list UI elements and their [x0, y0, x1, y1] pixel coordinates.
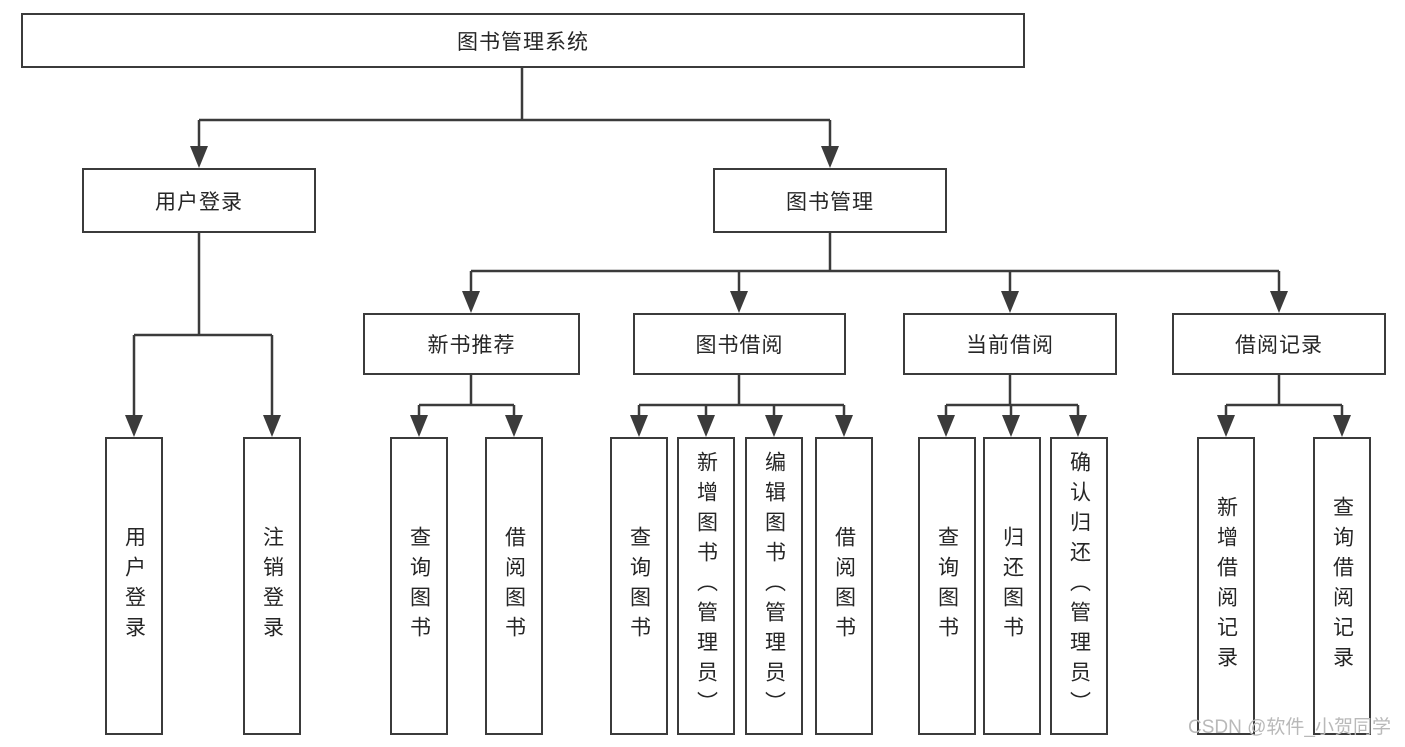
leaf-record-query-borrow-record: 查询借阅记录	[1313, 437, 1371, 735]
leaf-logout-label: 注销登录	[260, 526, 284, 646]
leaf-record-add-borrow-record: 新增借阅记录	[1197, 437, 1255, 735]
connector-borrowrecord-to-leaves	[1217, 375, 1351, 437]
node-root: 图书管理系统	[21, 13, 1025, 68]
node-book-borrow-label: 图书借阅	[695, 334, 784, 357]
node-new-book-recommend: 新书推荐	[363, 313, 580, 375]
leaf-current-confirm-return-admin: 确认归还（管理员）	[1050, 437, 1108, 735]
leaf-user-login-label: 用户登录	[122, 526, 146, 646]
leaf-borrow-query-book-label: 查询图书	[627, 526, 651, 646]
leaf-user-login: 用户登录	[105, 437, 163, 735]
leaf-current-confirm-return-admin-label: 确认归还（管理员）	[1067, 451, 1091, 721]
leaf-borrow-query-book: 查询图书	[610, 437, 668, 735]
connector-bookborrow-to-leaves	[630, 375, 853, 437]
node-new-book-recommend-label: 新书推荐	[427, 334, 516, 357]
leaf-current-return-book: 归还图书	[983, 437, 1041, 735]
node-root-label: 图书管理系统	[457, 30, 589, 54]
leaf-borrow-add-book-admin: 新增图书（管理员）	[677, 437, 735, 735]
leaf-borrow-add-book-admin-label: 新增图书（管理员）	[694, 451, 718, 721]
leaf-current-query-book-label: 查询图书	[935, 526, 959, 646]
connector-bookmgmt-to-level3	[462, 233, 1288, 313]
leaf-newrec-borrow-book-label: 借阅图书	[502, 526, 526, 646]
leaf-newrec-borrow-book: 借阅图书	[485, 437, 543, 735]
leaf-borrow-borrow-book: 借阅图书	[815, 437, 873, 735]
node-book-management-label: 图书管理	[786, 190, 874, 214]
connector-root-to-level2	[190, 68, 839, 168]
connector-userlogin-to-leaves	[125, 233, 281, 437]
node-book-borrow: 图书借阅	[633, 313, 846, 375]
node-user-login-label: 用户登录	[155, 190, 243, 214]
leaf-current-return-book-label: 归还图书	[1000, 526, 1024, 646]
node-borrow-record-label: 借阅记录	[1235, 334, 1323, 357]
connector-newbookrec-to-leaves	[410, 375, 523, 437]
leaf-borrow-edit-book-admin: 编辑图书（管理员）	[745, 437, 803, 735]
leaf-current-query-book: 查询图书	[918, 437, 976, 735]
leaf-record-add-borrow-record-label: 新增借阅记录	[1214, 496, 1238, 676]
node-current-borrow-label: 当前借阅	[966, 334, 1054, 357]
node-current-borrow: 当前借阅	[903, 313, 1117, 375]
connector-currentborrow-to-leaves	[937, 375, 1087, 437]
leaf-logout: 注销登录	[243, 437, 301, 735]
leaf-newrec-query-book: 查询图书	[390, 437, 448, 735]
leaf-newrec-query-book-label: 查询图书	[407, 526, 431, 646]
node-user-login: 用户登录	[82, 168, 316, 233]
leaf-borrow-borrow-book-label: 借阅图书	[832, 526, 856, 646]
csdn-watermark: CSDN @软件_小贺同学	[1188, 717, 1391, 738]
node-book-management: 图书管理	[713, 168, 947, 233]
leaf-record-query-borrow-record-label: 查询借阅记录	[1330, 496, 1354, 676]
leaf-borrow-edit-book-admin-label: 编辑图书（管理员）	[762, 451, 786, 721]
node-borrow-record: 借阅记录	[1172, 313, 1386, 375]
